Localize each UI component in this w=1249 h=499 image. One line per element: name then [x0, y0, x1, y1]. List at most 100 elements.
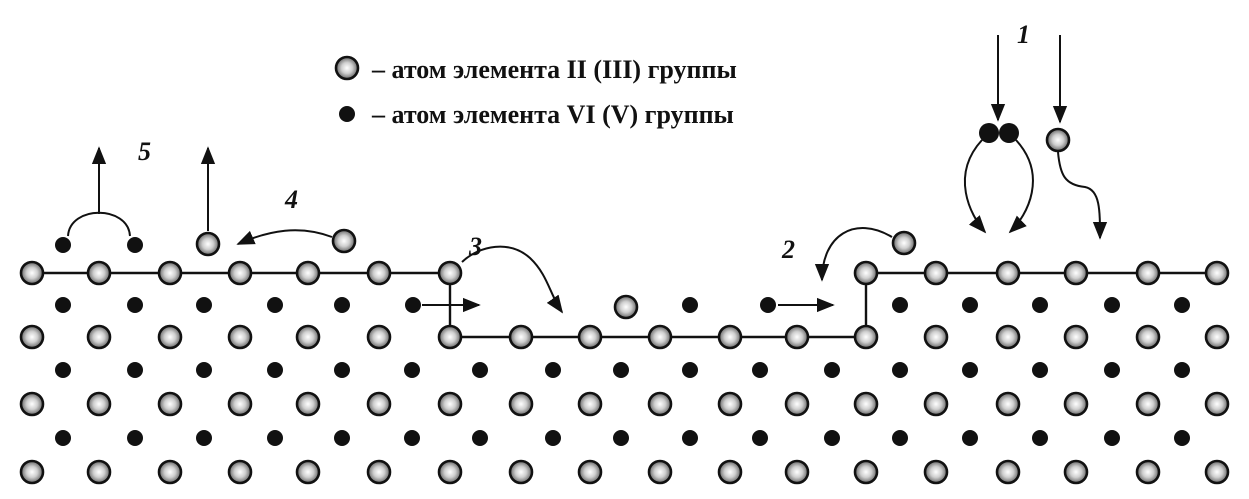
lattice-atom-large	[295, 459, 321, 485]
lattice-atom-large	[1204, 459, 1230, 485]
dimer-atom	[999, 123, 1019, 143]
lattice-atom-small	[267, 297, 283, 313]
lattice-atom-large	[227, 459, 253, 485]
lattice-atom-small	[613, 430, 629, 446]
lattice-atom-large	[853, 260, 879, 286]
lattice-atom-large	[577, 459, 603, 485]
lattice-atom-large	[366, 391, 392, 417]
lattice-atom-small	[682, 430, 698, 446]
adatom	[613, 294, 639, 320]
lattice-atom-small	[892, 362, 908, 378]
process-4-adsorption: 4	[195, 185, 357, 257]
lattice-atom-small	[682, 297, 698, 313]
incoming-atom	[331, 228, 357, 254]
lattice-atom-small	[962, 297, 978, 313]
lattice-atom-large	[784, 459, 810, 485]
lattice-atom-large	[784, 324, 810, 350]
lattice-atom-large	[1135, 391, 1161, 417]
lattice-atom-large	[647, 324, 673, 350]
lattice-atom-small	[334, 362, 350, 378]
lattice-atom-large	[227, 324, 253, 350]
lattice-atom-large	[1204, 324, 1230, 350]
lattice-atom-small	[752, 430, 768, 446]
adatom	[195, 231, 221, 257]
lattice-atom-large	[508, 324, 534, 350]
lattice-atom-small	[1174, 430, 1190, 446]
lattice-atom-large	[717, 324, 743, 350]
lattice-atom-small	[404, 362, 420, 378]
adatom	[891, 230, 917, 256]
lattice-atom-small	[962, 362, 978, 378]
lattice-atom-small	[682, 362, 698, 378]
lattice-atom-small	[1174, 297, 1190, 313]
lattice-atom-small	[1104, 430, 1120, 446]
lattice-atom-large	[366, 459, 392, 485]
lattice-atom-large	[577, 391, 603, 417]
lattice-atom-small	[334, 430, 350, 446]
lattice-atom-large	[1063, 459, 1089, 485]
lattice-atom-small	[196, 362, 212, 378]
lattice-atom-small	[334, 297, 350, 313]
lattice-atom-large	[86, 260, 112, 286]
lattice-atom-large	[508, 391, 534, 417]
lattice-atom-small	[267, 362, 283, 378]
lattice-atom-small	[824, 362, 840, 378]
lattice-atom-large	[437, 391, 463, 417]
process-label-5: 5	[138, 137, 151, 166]
lattice-atom-large	[1204, 260, 1230, 286]
lattice-atom-large	[19, 459, 45, 485]
lattice-atom-large	[86, 459, 112, 485]
lattice-atom-large	[86, 391, 112, 417]
lattice-atom-large	[1063, 260, 1089, 286]
lattice-atom-small	[892, 430, 908, 446]
dimer-atom	[979, 123, 999, 143]
lattice-atom-large	[86, 324, 112, 350]
lattice-atom-large	[853, 324, 879, 350]
lattice-atom-large	[227, 260, 253, 286]
lattice-atom-large	[508, 459, 534, 485]
desorbing-atom	[127, 237, 143, 253]
lattice-atom-small	[545, 430, 561, 446]
lattice-atom-large	[157, 260, 183, 286]
moving-atom	[760, 297, 776, 313]
lattice-atom-small	[55, 430, 71, 446]
lattice-atom-large	[157, 391, 183, 417]
lattice-atom-large	[717, 391, 743, 417]
lattice-atom-large	[19, 391, 45, 417]
lattice-atom-large	[366, 324, 392, 350]
lattice-atom-large	[19, 324, 45, 350]
lattice-atom-small	[472, 362, 488, 378]
process-label-2: 2	[781, 235, 795, 264]
lattice-atom-large	[1135, 324, 1161, 350]
lattice-atom-small	[472, 430, 488, 446]
lattice-atom-large	[295, 391, 321, 417]
lattice-atom-large	[923, 260, 949, 286]
lattice-atom-large	[647, 459, 673, 485]
lattice-atom-large	[923, 391, 949, 417]
lattice-atom-large	[1135, 260, 1161, 286]
lattice-atom-small	[962, 430, 978, 446]
lattice-atom-small	[1174, 362, 1190, 378]
lattice-atom-large	[437, 324, 463, 350]
lattice-atom-small	[613, 362, 629, 378]
crystal-lattice	[19, 260, 1230, 485]
legend-large-atom-icon	[334, 55, 360, 81]
lattice-atom-small	[196, 297, 212, 313]
desorbing-atom	[55, 237, 71, 253]
lattice-atom-large	[853, 391, 879, 417]
lattice-atom-large	[1204, 391, 1230, 417]
lattice-atom-small	[267, 430, 283, 446]
lattice-atom-large	[995, 324, 1021, 350]
lattice-atom-small	[545, 362, 561, 378]
lattice-atom-small	[127, 297, 143, 313]
lattice-atom-small	[1104, 297, 1120, 313]
process-label-1: 1	[1017, 20, 1030, 49]
lattice-atom-large	[995, 459, 1021, 485]
lattice-atom-large	[923, 324, 949, 350]
lattice-atom-large	[1063, 324, 1089, 350]
lattice-atom-small	[1032, 362, 1048, 378]
lattice-atom-large	[647, 391, 673, 417]
process-label-4: 4	[284, 185, 298, 214]
lattice-atom-large	[295, 260, 321, 286]
